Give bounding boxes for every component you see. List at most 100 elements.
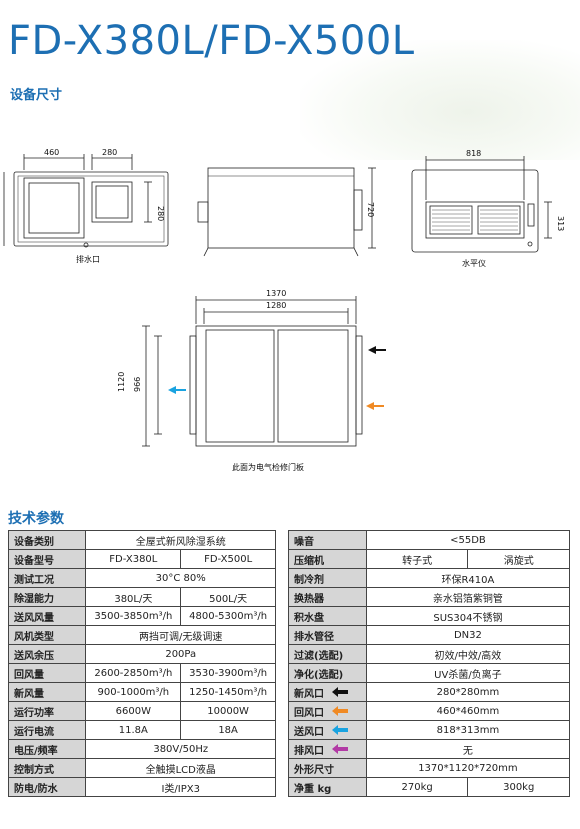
spec-value: 900-1000m³/h bbox=[85, 682, 182, 702]
spec-label: 排水管径 bbox=[288, 625, 367, 645]
plan-caption: 此面为电气检修门板 bbox=[232, 462, 304, 472]
spec-value: 10000W bbox=[180, 701, 276, 721]
table-row: 换热器亲水铝箔紫铜管 bbox=[288, 587, 571, 607]
spec-value: FD-X380L bbox=[85, 549, 182, 569]
spec-value: 1370*1120*720mm bbox=[365, 758, 571, 778]
table-row: 设备类别全屋式新风除湿系统 bbox=[7, 530, 276, 550]
spec-label: 除湿能力 bbox=[7, 587, 87, 607]
spec-label: 过滤(选配) bbox=[288, 644, 367, 664]
background-decoration bbox=[300, 40, 580, 160]
back-caption: 水平仪 bbox=[462, 258, 486, 268]
plan-dim-left-outer: 1120 bbox=[117, 372, 126, 392]
spec-value: 300kg bbox=[467, 777, 570, 797]
spec-value: 环保R410A bbox=[365, 568, 571, 588]
plan-dim-outer: 1370 bbox=[266, 289, 286, 298]
table-row: 过滤(选配)初效/中效/高效 bbox=[288, 644, 571, 664]
spec-value: 1250-1450m³/h bbox=[180, 682, 276, 702]
spec-label: 防电/防水 bbox=[7, 777, 87, 797]
spec-value: 280*280mm bbox=[365, 682, 571, 702]
black-arrow-icon bbox=[368, 346, 386, 354]
spec-value: DN32 bbox=[365, 625, 571, 645]
back-view-drawing bbox=[411, 156, 552, 253]
spec-label: 制冷剂 bbox=[288, 568, 367, 588]
spec-label: 压缩机 bbox=[288, 549, 367, 569]
table-row: 噪音<55DB bbox=[288, 530, 571, 550]
front-dim-top-right: 280 bbox=[102, 148, 117, 157]
spec-label: 积水盘 bbox=[288, 606, 367, 626]
spec-label: 设备类别 bbox=[7, 530, 87, 550]
spec-value: 2600-2850m³/h bbox=[85, 663, 182, 683]
plan-dim-inner: 1280 bbox=[266, 301, 286, 310]
spec-label: 新风量 bbox=[7, 682, 87, 702]
spec-value: 3530-3900m³/h bbox=[180, 663, 276, 683]
spec-value: 6600W bbox=[85, 701, 182, 721]
table-row: 压缩机转子式涡旋式 bbox=[288, 549, 570, 569]
spec-label: 送风风量 bbox=[7, 606, 87, 626]
blue-arrow-icon bbox=[332, 725, 348, 735]
front-caption: 排水口 bbox=[76, 254, 100, 264]
spec-value: 3500-3850m³/h bbox=[85, 606, 182, 626]
spec-label: 换热器 bbox=[288, 587, 367, 607]
spec-value: 全触摸LCD液晶 bbox=[85, 758, 276, 778]
side-view-drawing bbox=[197, 167, 376, 257]
front-dim-top-left: 460 bbox=[44, 148, 59, 157]
spec-label: 控制方式 bbox=[7, 758, 87, 778]
spec-value: UV杀菌/负离子 bbox=[365, 663, 571, 683]
spec-value: 18A bbox=[180, 720, 276, 740]
spec-value: 270kg bbox=[365, 777, 469, 797]
table-row: 制冷剂环保R410A bbox=[288, 568, 571, 588]
spec-value: 两挡可调/无级调速 bbox=[85, 625, 276, 645]
spec-label: 回风量 bbox=[7, 663, 87, 683]
back-dim-right: 313 bbox=[556, 216, 565, 231]
spec-value: 涡旋式 bbox=[467, 549, 570, 569]
spec-value: FD-X500L bbox=[180, 549, 276, 569]
spec-value: 380L/天 bbox=[85, 587, 182, 607]
spec-value: <55DB bbox=[365, 530, 571, 550]
section-heading-dimensions: 设备尺寸 bbox=[10, 88, 63, 103]
spec-value: 全屋式新风除湿系统 bbox=[85, 530, 276, 550]
spec-label: 送风余压 bbox=[7, 644, 87, 664]
spec-label: 设备型号 bbox=[7, 549, 87, 569]
spec-label: 净重 kg bbox=[288, 777, 367, 797]
spec-value: 460*460mm bbox=[365, 701, 571, 721]
orange-arrow-icon bbox=[366, 402, 384, 410]
orange-arrow-icon bbox=[332, 706, 348, 716]
page-title: FD-X380L/FD-X500L bbox=[8, 18, 415, 64]
spec-label: 外形尺寸 bbox=[288, 758, 367, 778]
spec-value: 亲水铝箔紫铜管 bbox=[365, 587, 571, 607]
spec-value: I类/IPX3 bbox=[85, 777, 276, 797]
technical-drawing: 460 280 280 排水口 720 818 313 水平仪 1370 128… bbox=[3, 148, 565, 472]
black-arrow-icon bbox=[332, 687, 348, 697]
table-row: 风机类型两挡可调/无级调速 bbox=[7, 625, 276, 645]
section-heading-specs: 技术参数 bbox=[8, 511, 64, 527]
spec-label: 测试工况 bbox=[7, 568, 87, 588]
table-row: 控制方式全触摸LCD液晶 bbox=[7, 758, 276, 778]
spec-value: 无 bbox=[365, 739, 571, 759]
table-row: 净化(选配)UV杀菌/负离子 bbox=[288, 663, 571, 683]
spec-label: 回风口 bbox=[288, 701, 367, 721]
spec-label: 电压/频率 bbox=[7, 739, 87, 759]
spec-value: 500L/天 bbox=[180, 587, 276, 607]
spec-label: 新风口 bbox=[288, 682, 367, 702]
plan-view-drawing bbox=[142, 296, 363, 447]
spec-label: 运行功率 bbox=[7, 701, 87, 721]
spec-label: 送风口 bbox=[288, 720, 367, 740]
spec-value: 200Pa bbox=[85, 644, 276, 664]
plan-dim-left-inner: 966 bbox=[133, 377, 142, 392]
spec-value: 转子式 bbox=[365, 549, 469, 569]
blue-arrow-icon bbox=[168, 386, 186, 394]
